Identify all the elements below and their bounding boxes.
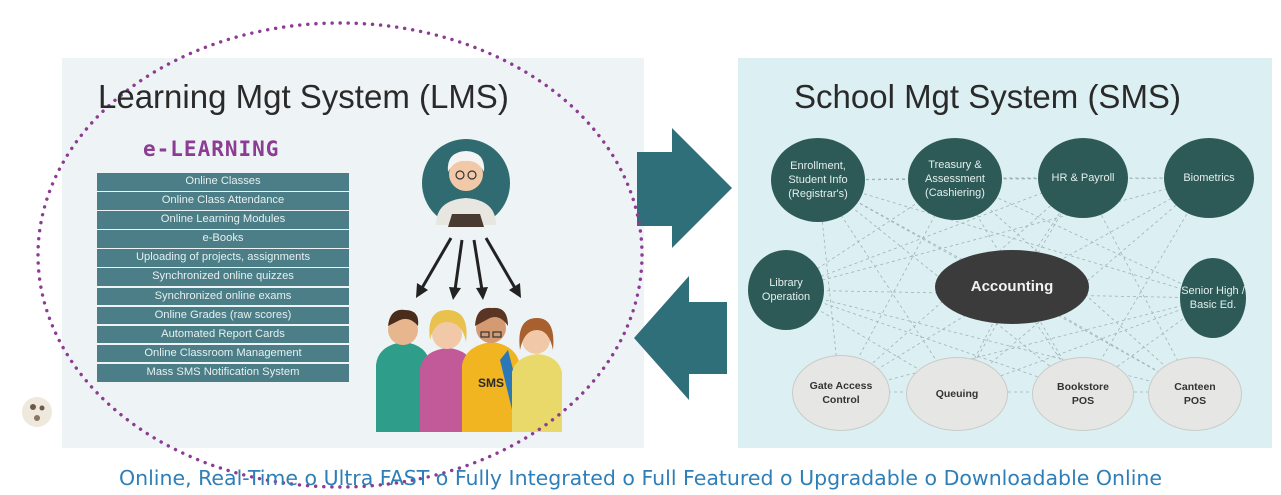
arrow-right-icon: [637, 128, 732, 248]
lms-title: Learning Mgt System (LMS): [98, 78, 509, 115]
students-icon: [376, 307, 562, 432]
elearning-heading: e-LEARNING: [143, 137, 280, 161]
pointer-arrowheads: [416, 283, 521, 300]
footer-tagline: Online, Real-Time o Ultra FAST o Fully I…: [118, 466, 1163, 490]
feature-item: Online Learning Modules: [97, 211, 349, 229]
node-senior-high: Senior High /Basic Ed.: [1180, 258, 1246, 338]
node-hr-payroll: HR & Payroll: [1038, 138, 1128, 218]
feature-item: Synchronized online exams: [97, 287, 349, 306]
sms-title: School Mgt System (SMS): [794, 78, 1181, 115]
pointer-arrows: [420, 237, 517, 291]
feature-item: Online Grades (raw scores): [97, 306, 349, 325]
node-accounting: Accounting: [935, 250, 1089, 324]
feature-item: e-Books: [97, 230, 349, 248]
feature-item: Online Class Attendance: [97, 192, 349, 210]
feature-list: Online Classes Online Class Attendance O…: [97, 173, 349, 383]
node-biometrics: Biometrics: [1164, 138, 1254, 218]
feature-item: Online Classroom Management: [97, 344, 349, 363]
student-shirt-label: SMS: [478, 376, 505, 390]
feature-item: Mass SMS Notification System: [97, 363, 349, 382]
teacher-icon: [422, 139, 510, 227]
lms-highlight-ellipse: [36, 21, 644, 489]
arrow-left-icon: [634, 276, 727, 400]
feature-item: Automated Report Cards: [97, 325, 349, 344]
feature-item: Uploading of projects, assignments: [97, 249, 349, 267]
node-queuing: Queuing: [906, 357, 1008, 431]
node-enrollment: Enrollment,Student Info(Registrar's): [771, 138, 865, 222]
emblem-icon: [22, 397, 52, 427]
feature-item: Synchronized online quizzes: [97, 268, 349, 287]
feature-item: Online Classes: [97, 173, 349, 191]
node-treasury: Treasury &Assessment(Cashiering): [908, 138, 1002, 220]
